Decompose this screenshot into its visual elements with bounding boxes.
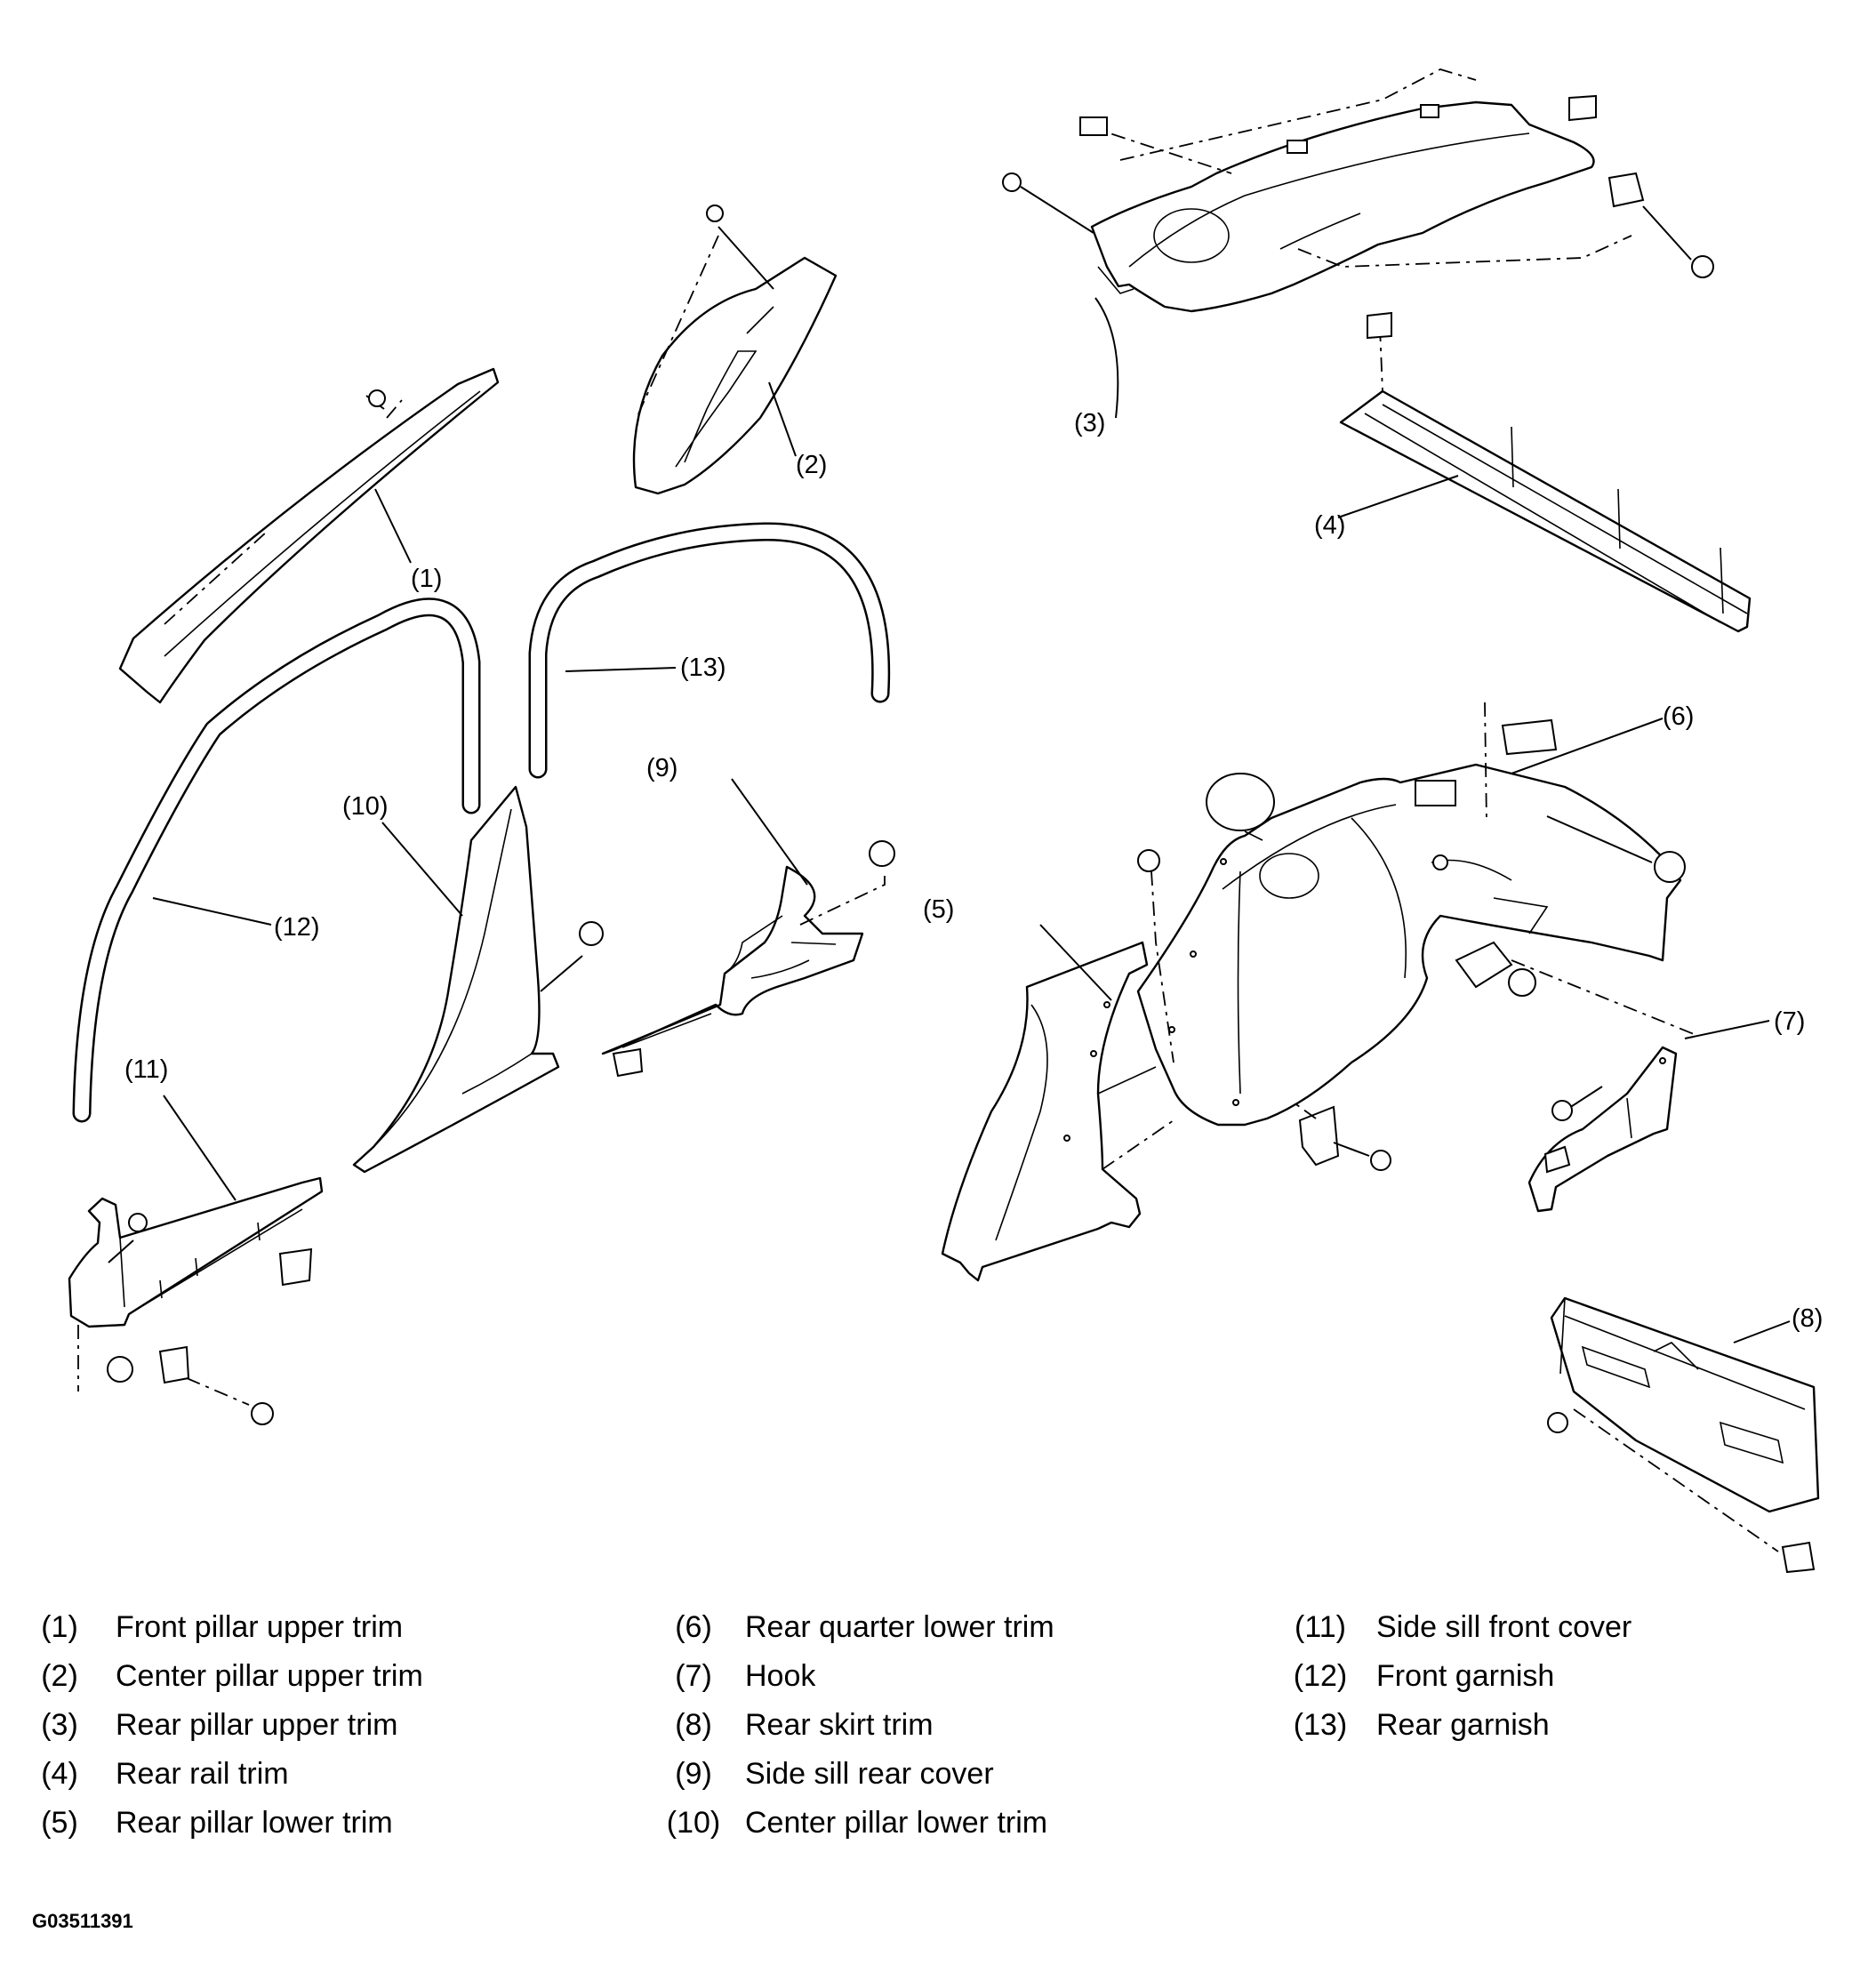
side-sill-rear-cover — [601, 840, 895, 1078]
hook — [1527, 1046, 1678, 1213]
callout-3: (3) — [1074, 409, 1105, 437]
rear-skirt-trim — [1547, 1296, 1820, 1574]
rear-garnish — [528, 522, 891, 779]
rear-quarter-lower-trim — [1136, 702, 1699, 1171]
callout-6: (6) — [1663, 702, 1694, 731]
parts-legend: (1)Front pillar upper trim (2)Center pil… — [41, 1610, 1632, 1840]
front-pillar-upper-trim — [118, 367, 500, 704]
callout-7: (7) — [1774, 1007, 1805, 1036]
exploded-parts-diagram: (1) (2) (3) (4) (5) (6) (7) (8) (9) (10)… — [68, 68, 1823, 1574]
center-pillar-upper-trim — [632, 205, 838, 495]
rear-rail-trim — [1339, 311, 1752, 633]
center-pillar-lower-trim — [352, 785, 604, 1174]
callout-10: (10) — [342, 792, 389, 821]
rear-pillar-lower-trim — [941, 941, 1175, 1282]
callout-1: (1) — [411, 565, 442, 593]
callout-4: (4) — [1314, 511, 1345, 540]
callout-9: (9) — [646, 754, 677, 782]
callout-8: (8) — [1792, 1304, 1823, 1333]
callout-11: (11) — [124, 1055, 168, 1084]
rear-pillar-upper-trim — [1002, 68, 1714, 419]
callout-2: (2) — [796, 451, 827, 479]
callout-5: (5) — [923, 895, 954, 924]
side-sill-front-cover — [68, 1176, 324, 1425]
figure-code: G03511391 — [32, 1910, 133, 1932]
callout-13: (13) — [680, 654, 726, 682]
front-garnish — [72, 598, 481, 1123]
callout-12: (12) — [274, 913, 320, 942]
